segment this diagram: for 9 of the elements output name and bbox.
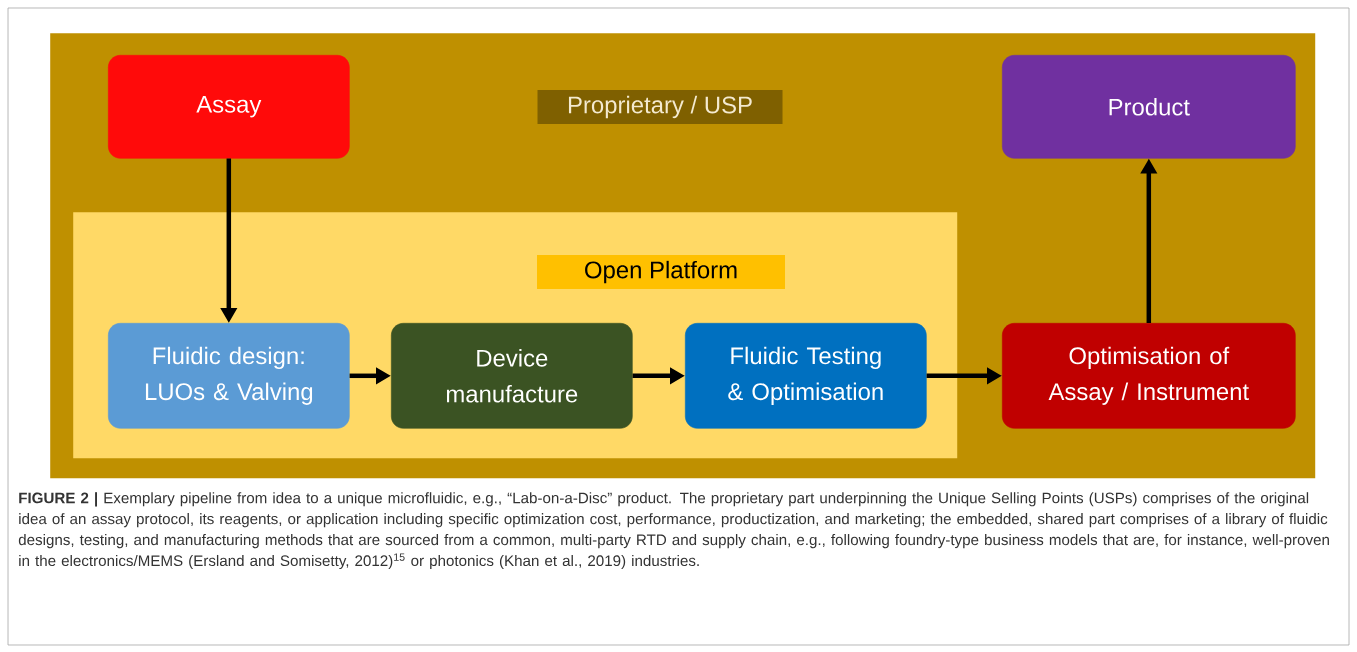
- process-box: Fluidic Testing & Optimisation: [685, 323, 927, 429]
- caption: FIGURE 2 | Exemplary pipeline from idea to a unique microfluidic, e.g., “Lab-on-a-Disc” product. The proprietary part underpinning the Unique Selling Points (USPs) comprises of the original idea of an assay protocol, its reagents, or application including specific optimization cost, performance, productization, and marketing; the embedded, shared part comprises of a library of fluidic designs, testing, and manufacturing methods that are sourced from a common, multi-party RTD and supply chain, e.g., following foundry-type business models that are, for instance, well-proven in the electronics/MEMS (Ersland and Somisetty, 2012)$^{15}$ or photonics (Khan et al., 2019) industries.: [18, 492, 1329, 570]
- process-box: Assay: [108, 55, 350, 159]
- region-label: Proprietary / USP: [537, 90, 783, 124]
- process-box: Optimisation of Assay / Instrument: [1002, 323, 1296, 429]
- process-box: Device manufacture: [391, 323, 633, 429]
- process-box: Product: [1002, 55, 1296, 159]
- process-box: Fluidic design: LUOs & Valving: [108, 323, 350, 429]
- region-label: Open Platform: [537, 255, 785, 289]
